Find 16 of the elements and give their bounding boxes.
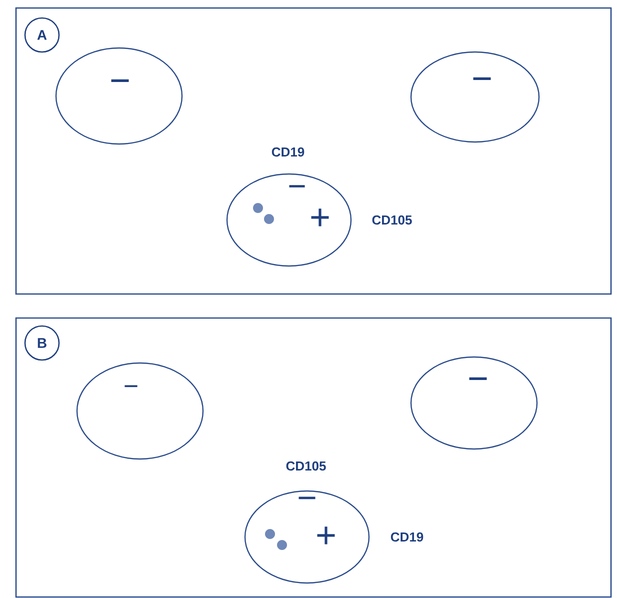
marker-sign: − (289, 185, 305, 188)
panel-frame (15, 7, 612, 295)
panel-badge: B (24, 325, 60, 361)
marker-label: CD105 (286, 461, 326, 471)
marker-sign: − (111, 79, 129, 82)
marker-label: CD19 (272, 147, 304, 157)
marker-sign: − (469, 377, 487, 380)
marker-sign: − (298, 496, 316, 500)
marker-sign: + (311, 208, 329, 226)
marker-sign: + (317, 526, 335, 544)
panel-badge: A (24, 17, 60, 53)
marker-sign: − (473, 77, 491, 80)
marker-sign: − (124, 385, 138, 388)
panel-frame (15, 317, 612, 598)
marker-label: CD105 (372, 215, 412, 225)
marker-label: CD19 (390, 532, 424, 542)
